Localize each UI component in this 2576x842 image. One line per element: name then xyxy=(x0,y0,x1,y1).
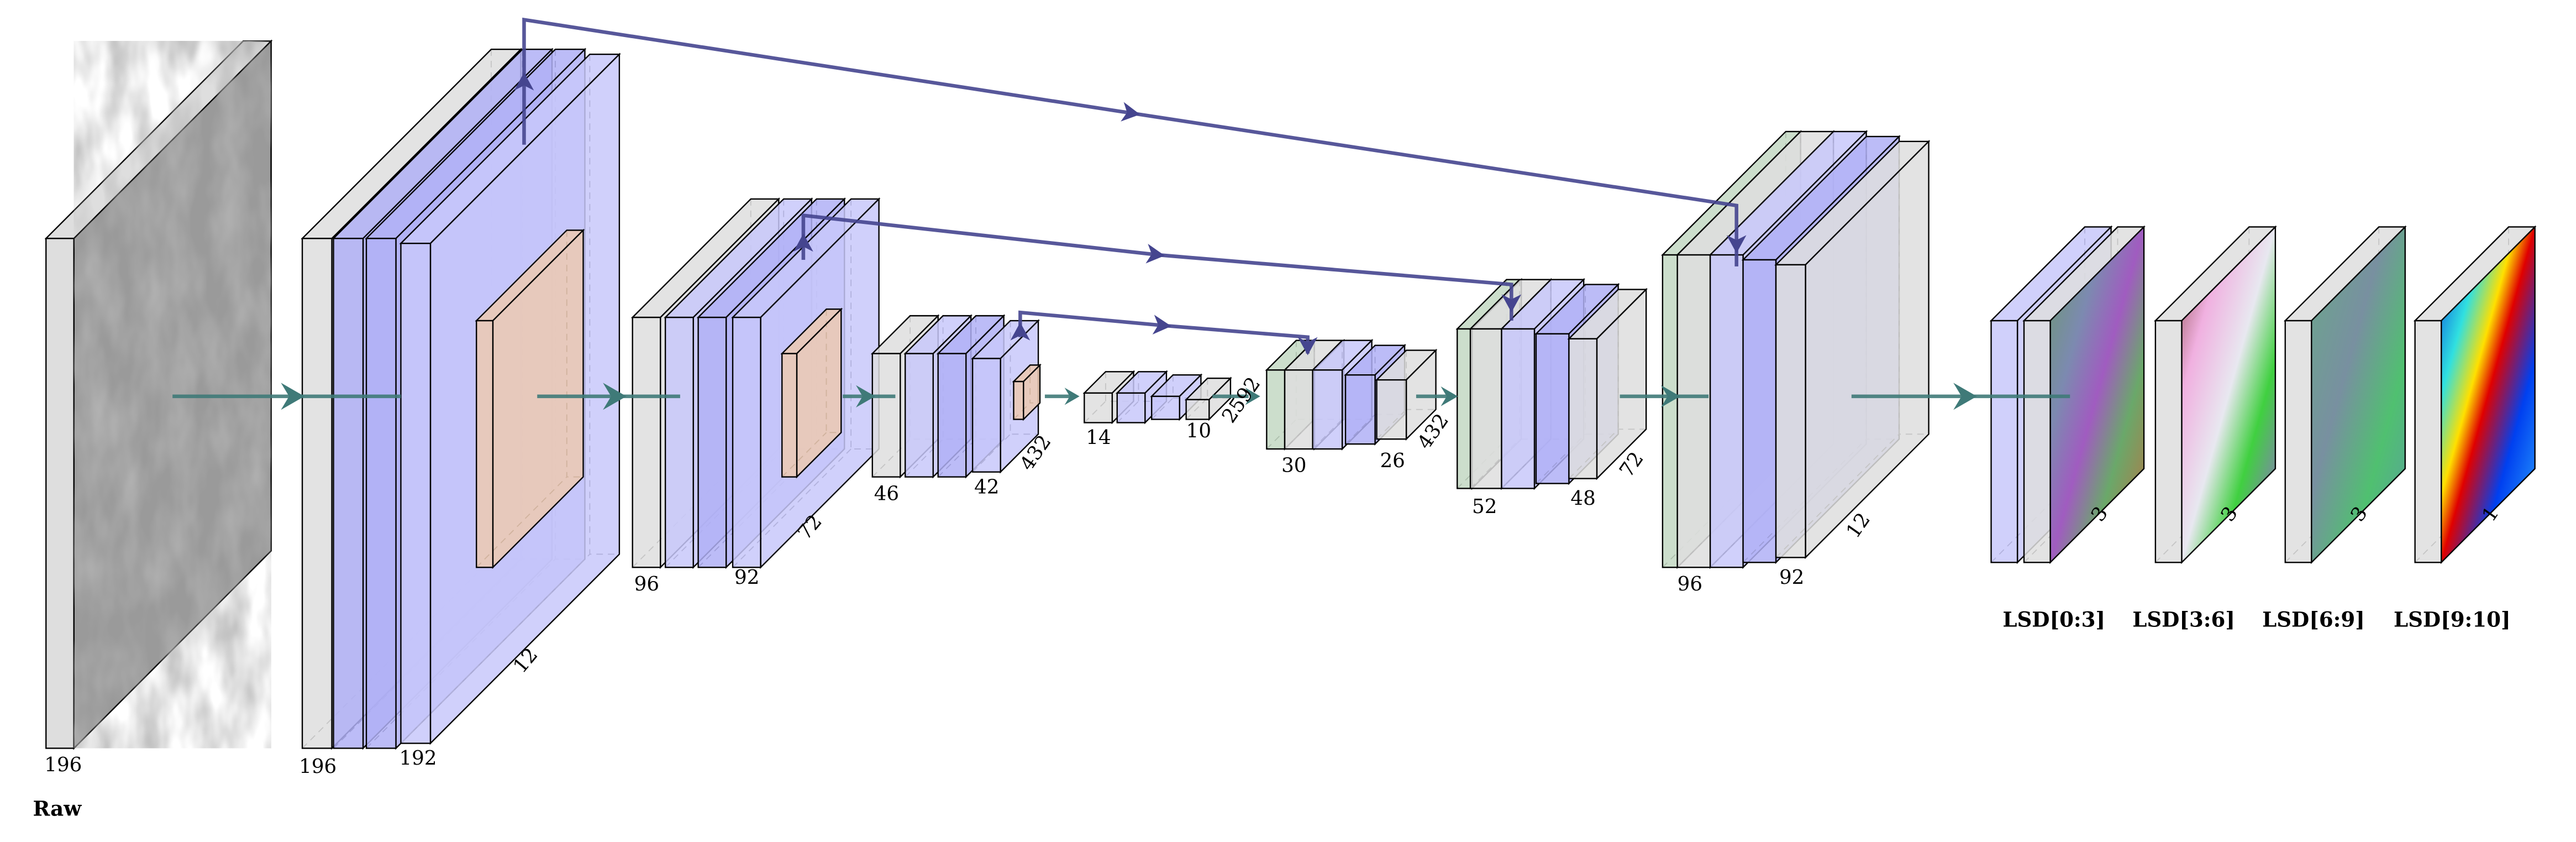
dim-label: 26 xyxy=(1380,449,1405,472)
input-size-label: 196 xyxy=(44,754,82,776)
encoder2-crop-slab xyxy=(780,307,843,479)
output-label: LSD[0:3] xyxy=(2002,607,2105,631)
skip-connection-line xyxy=(522,17,1738,266)
slab-front-face xyxy=(1084,392,1113,423)
slab-front-face xyxy=(871,353,901,478)
slab-front-face xyxy=(1775,264,1806,558)
encoder3-crop-slab xyxy=(1012,363,1042,421)
slab-front-face xyxy=(1501,328,1536,489)
lsd-3-6-slab xyxy=(2153,225,2277,564)
slab-front-face xyxy=(2414,320,2442,563)
dim-label: 10 xyxy=(1186,420,1211,442)
slab-front-face xyxy=(1990,320,2018,563)
slab-front-face xyxy=(1742,259,1777,563)
dim-label: 192 xyxy=(399,747,437,770)
flow-arrowhead-icon xyxy=(856,385,875,407)
skip-arrowhead-icon xyxy=(1121,102,1140,122)
slab-front-face xyxy=(301,238,333,749)
slab-front-face xyxy=(1676,254,1711,568)
slab-front-face xyxy=(400,243,432,744)
slab-front-face xyxy=(1709,254,1744,568)
slab-front-face xyxy=(1284,369,1315,450)
slab-front-face xyxy=(1185,399,1210,420)
slab-front-face xyxy=(971,358,1001,473)
flow-arrowhead-icon xyxy=(1064,388,1080,405)
input-label: Raw xyxy=(33,796,82,820)
output-label: LSD[3:6] xyxy=(2132,607,2235,631)
slab-front-face xyxy=(1312,369,1343,450)
flow-arrowhead-icon xyxy=(281,383,304,410)
skip-arrowhead-icon xyxy=(1297,337,1318,355)
slab-front-face xyxy=(1662,254,1678,568)
encoder1-crop-slab xyxy=(475,228,585,569)
dim-label: 48 xyxy=(1570,487,1595,510)
slab-front-face xyxy=(697,316,727,568)
slab-front-face xyxy=(2023,320,2051,563)
skip-arrowhead-icon xyxy=(1152,315,1171,334)
slab-front-face xyxy=(45,238,75,749)
slab-front-face xyxy=(905,353,934,478)
slab-front-face xyxy=(1457,328,1473,489)
skip-arrowhead-icon xyxy=(1501,294,1522,313)
slab-front-face xyxy=(1266,369,1286,450)
decoder2-slab xyxy=(1567,287,1648,480)
dim-label: 196 xyxy=(299,755,337,778)
lsd-9-10-slab xyxy=(2413,225,2537,564)
lsd-6-9-slab xyxy=(2283,225,2407,564)
slab-front-face xyxy=(1116,392,1146,423)
slab-front-face xyxy=(2154,320,2183,563)
skip-arrowhead-icon xyxy=(514,72,534,91)
dim-label: 96 xyxy=(634,573,659,595)
flow-arrowhead-icon xyxy=(1660,385,1680,407)
dim-label: 92 xyxy=(734,566,759,589)
flow-arrowhead-icon xyxy=(1245,388,1260,405)
layer-boxes xyxy=(44,39,2537,750)
dim-label: 46 xyxy=(874,482,899,505)
dim-label: 96 xyxy=(1678,573,1702,595)
slab-front-face xyxy=(1535,333,1570,484)
lsd-0-3-slab xyxy=(2022,225,2146,564)
slab-front-face xyxy=(1151,395,1180,420)
slab-front-face xyxy=(1344,374,1376,445)
flow-arrowhead-icon xyxy=(1441,386,1458,406)
skip-connection-line xyxy=(801,213,1513,321)
output-label: LSD[6:9] xyxy=(2262,607,2365,631)
flow-arrowhead-icon xyxy=(603,383,627,410)
skip-arrowhead-icon xyxy=(1726,235,1747,254)
dim-label: 52 xyxy=(1472,495,1497,518)
skip-arrowhead-icon xyxy=(1010,322,1031,341)
skip-connection-line xyxy=(1018,310,1310,354)
slab-front-face xyxy=(1013,380,1024,420)
slab-front-face xyxy=(632,316,661,568)
slab-front-face xyxy=(476,320,494,568)
skip-arrowhead-icon xyxy=(793,233,813,252)
skip-arrowhead-icon xyxy=(1145,244,1165,264)
slab-front-face xyxy=(2284,320,2312,563)
dim-label: 92 xyxy=(1779,566,1804,589)
slab-front-face xyxy=(732,316,761,568)
output-label: LSD[9:10] xyxy=(2394,607,2511,631)
slab-front-face xyxy=(1568,338,1598,479)
slab-front-face xyxy=(1469,328,1502,489)
slab-front-face xyxy=(937,353,967,478)
slab-front-face xyxy=(333,238,364,749)
dim-label: 14 xyxy=(1086,426,1111,449)
arrows xyxy=(172,17,2070,410)
slab-front-face xyxy=(365,238,397,749)
dim-label: 42 xyxy=(974,475,999,498)
decoder1-slab xyxy=(1774,139,1931,559)
slab-front-face xyxy=(781,353,798,478)
slab-front-face xyxy=(664,316,694,568)
slab-front-face xyxy=(1376,379,1407,440)
dim-label: 30 xyxy=(1281,454,1306,477)
flow-arrowhead-icon xyxy=(1953,383,1977,410)
bottleneck-slab xyxy=(1115,370,1168,425)
bottleneck-slab xyxy=(1184,376,1232,421)
